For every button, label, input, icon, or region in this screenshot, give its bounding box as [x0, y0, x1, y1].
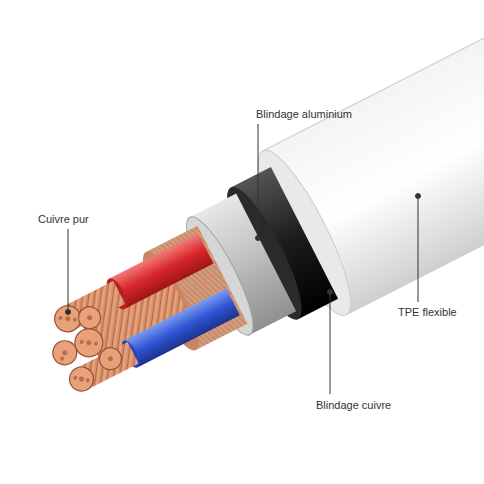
- part-label: TPE flexible: [398, 306, 457, 319]
- part-label: Blindage aluminium: [256, 108, 352, 121]
- leader-line: [418, 196, 419, 302]
- leader-line: [258, 124, 259, 238]
- leader-dot: [256, 236, 261, 241]
- leader-line: [330, 292, 331, 394]
- leader-dot: [66, 310, 71, 315]
- leader-dot: [416, 194, 421, 199]
- part-label: Cuivre pur: [38, 213, 89, 226]
- part-label: Blindage cuivre: [316, 399, 391, 412]
- leader-line: [68, 229, 69, 312]
- leader-dot: [328, 290, 333, 295]
